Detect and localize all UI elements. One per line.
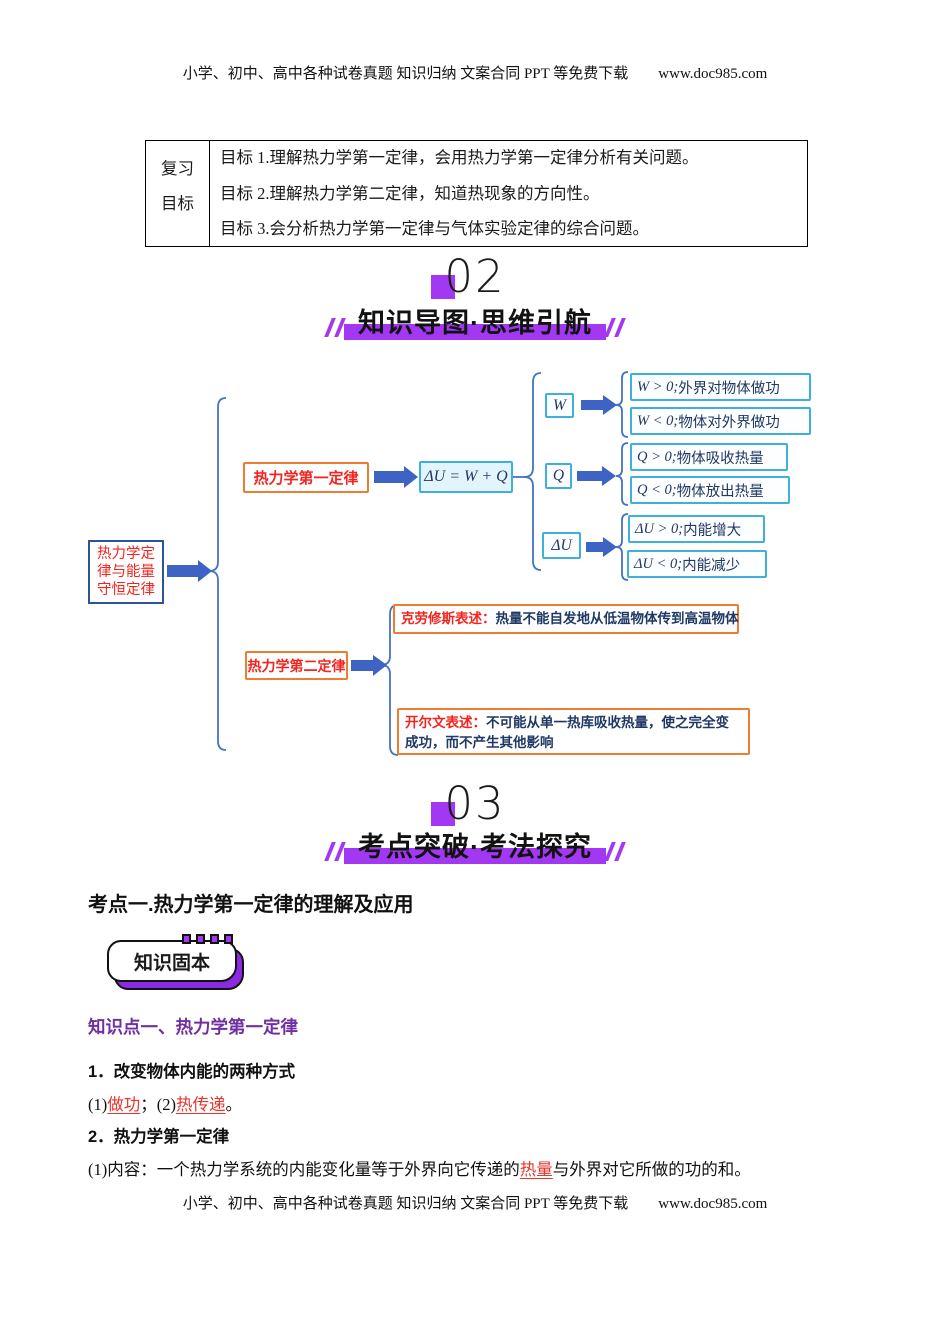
- goal-row: 目标 1.理解热力学第一定律，会用热力学第一定律分析有关问题。: [220, 148, 699, 168]
- blank-answer: 热量: [519, 1160, 553, 1179]
- header-text: 小学、初中、高中各种试卷真题 知识归纳 文案合同 PPT 等免费下载: [182, 66, 629, 82]
- item2-title: 2．热力学第一定律: [88, 1128, 230, 1146]
- curly-brace-q-cases: [615, 442, 629, 506]
- symbol-q-node: Q: [545, 463, 572, 489]
- footer-text: 小学、初中、高中各种试卷真题 知识归纳 文案合同 PPT 等免费下载: [182, 1196, 629, 1212]
- block-arrow-du: [586, 537, 617, 557]
- mindmap-connectors: [167, 371, 629, 756]
- mindmap-root-node: 热力学定 律与能量 守恒定律: [88, 540, 164, 604]
- text-segment: (1): [88, 1095, 108, 1114]
- case-math: ΔU < 0;: [634, 555, 683, 572]
- goals-label-line1: 复习: [161, 158, 194, 178]
- goals-table-label-cell: 复习 目标: [146, 141, 210, 246]
- case-text: 外界对物体做功: [678, 380, 780, 397]
- goals-label-line2: 目标: [161, 193, 194, 213]
- double-slash-icon: [604, 318, 626, 337]
- case-node: Q > 0;物体吸收热量: [630, 443, 788, 471]
- first-law-formula-node: ΔU = W + Q: [419, 461, 513, 493]
- knowledge-badge: 知识固本: [107, 934, 247, 990]
- item1-title: 1．改变物体内能的两种方式: [88, 1063, 296, 1081]
- section-02-banner: 知识导图·思维引航: [0, 302, 950, 340]
- root-line: 守恒定律: [97, 582, 155, 598]
- kelvin-statement-node: 开尔文表述：不可能从单一热库吸收热量，使之完全变成功，而不产生其他影响: [397, 708, 750, 755]
- symbol-du-node: ΔU: [542, 532, 581, 559]
- badge-squares-decoration: [182, 934, 233, 944]
- banner-highlight-bar: [344, 324, 606, 340]
- purple-square-decoration: [431, 275, 456, 299]
- statement-name: 克劳修斯表述：: [401, 611, 496, 626]
- page-header: 小学、初中、高中各种试卷真题 知识归纳 文案合同 PPT 等免费下载 www.do…: [0, 62, 950, 83]
- case-text: 内能增大: [683, 522, 742, 539]
- section-number-text: 03: [444, 777, 506, 830]
- footer-url: www.doc985.com: [658, 1196, 768, 1212]
- item1-content: (1)做功；(2)热传递。: [88, 1091, 242, 1115]
- root-line: 热力学定: [97, 546, 155, 562]
- statement-text: 热量不能自发地从低温物体传到高温物体: [495, 611, 739, 626]
- text-segment: ；(2): [140, 1095, 176, 1114]
- exam-point-title: 考点一.热力学第一定律的理解及应用: [88, 894, 414, 916]
- statement-name: 开尔文表述：: [405, 715, 486, 730]
- double-slash-icon: [324, 318, 346, 337]
- double-slash-icon: [324, 842, 346, 861]
- section-03-title: 考点突破·考法探究: [358, 832, 592, 862]
- case-text: 物体吸收热量: [676, 450, 764, 467]
- goal-row: 目标 2.理解热力学第二定律，知道热现象的方向性。: [220, 183, 600, 203]
- curly-brace-first-law: [523, 372, 542, 571]
- block-arrow-second-law: [351, 655, 387, 676]
- case-math: W < 0;: [637, 412, 679, 429]
- text-segment: 与外界对它所做的功的和。: [552, 1160, 751, 1179]
- double-slash-icon: [604, 842, 626, 861]
- section-number-text: 02: [444, 250, 506, 303]
- symbol-w-node: W: [545, 393, 574, 418]
- case-node: ΔU < 0;内能减少: [627, 550, 767, 578]
- block-arrow-first-law: [374, 466, 418, 488]
- first-law-node: 热力学第一定律: [243, 462, 369, 493]
- curly-brace-root: [208, 397, 227, 751]
- header-url: www.doc985.com: [658, 66, 768, 82]
- purple-square-decoration: [431, 802, 456, 826]
- case-node: W > 0;外界对物体做功: [630, 373, 811, 401]
- section-02-title: 知识导图·思维引航: [358, 308, 592, 338]
- case-math: W > 0;: [637, 378, 679, 395]
- goals-table-body-cell: 目标 1.理解热力学第一定律，会用热力学第一定律分析有关问题。 目标 2.理解热…: [210, 141, 807, 246]
- block-arrow-root: [167, 560, 212, 582]
- blank-answer: 热传递: [176, 1095, 226, 1114]
- section-03-banner: 考点突破·考法探究: [0, 826, 950, 864]
- second-law-node: 热力学第二定律: [245, 651, 348, 680]
- goal-row: 目标 3.会分析热力学第一定律与气体实验定律的综合问题。: [220, 219, 649, 239]
- case-text: 内能减少: [682, 557, 741, 574]
- block-arrow-w: [581, 395, 617, 415]
- knowledge-point-heading: 知识点一、热力学第一定律: [88, 1017, 298, 1037]
- section-03-number: 03: [0, 777, 950, 830]
- thermodynamics-mindmap: 热力学定 律与能量 守恒定律 热力学第一定律 ΔU = W + Q W Q ΔU…: [0, 365, 950, 765]
- text-segment: (1)内容：一个热力学系统的内能变化量等于外界向它传递的: [88, 1160, 520, 1179]
- case-math: Q > 0;: [637, 448, 677, 465]
- root-line: 律与能量: [97, 564, 155, 580]
- banner-highlight-bar: [344, 848, 606, 864]
- clausius-statement-node: 克劳修斯表述：热量不能自发地从低温物体传到高温物体: [393, 604, 739, 634]
- page-footer: 小学、初中、高中各种试卷真题 知识归纳 文案合同 PPT 等免费下载 www.do…: [0, 1192, 950, 1213]
- badge-label: 知识固本: [107, 940, 237, 982]
- review-goals-table: 复习 目标 目标 1.理解热力学第一定律，会用热力学第一定律分析有关问题。 目标…: [145, 140, 808, 247]
- item2-content: (1)内容：一个热力学系统的内能变化量等于外界向它传递的热量与外界对它所做的功的…: [88, 1156, 751, 1180]
- case-math: ΔU > 0;: [635, 520, 684, 537]
- case-text: 物体放出热量: [676, 483, 764, 500]
- case-math: Q < 0;: [637, 481, 677, 498]
- block-arrow-q: [577, 466, 616, 486]
- case-node: W < 0;物体对外界做功: [630, 407, 811, 435]
- case-node: Q < 0;物体放出热量: [630, 476, 790, 504]
- statement-text: 不可能从单一热库吸收热量，使之完全变成功，而不产生其他影响: [405, 715, 729, 750]
- curly-brace-w-cases: [615, 371, 629, 438]
- case-node: ΔU > 0;内能增大: [628, 515, 765, 543]
- blank-answer: 做功: [107, 1095, 141, 1114]
- section-02-number: 02: [0, 250, 950, 303]
- text-segment: 。: [225, 1095, 243, 1114]
- case-text: 物体对外界做功: [678, 414, 780, 431]
